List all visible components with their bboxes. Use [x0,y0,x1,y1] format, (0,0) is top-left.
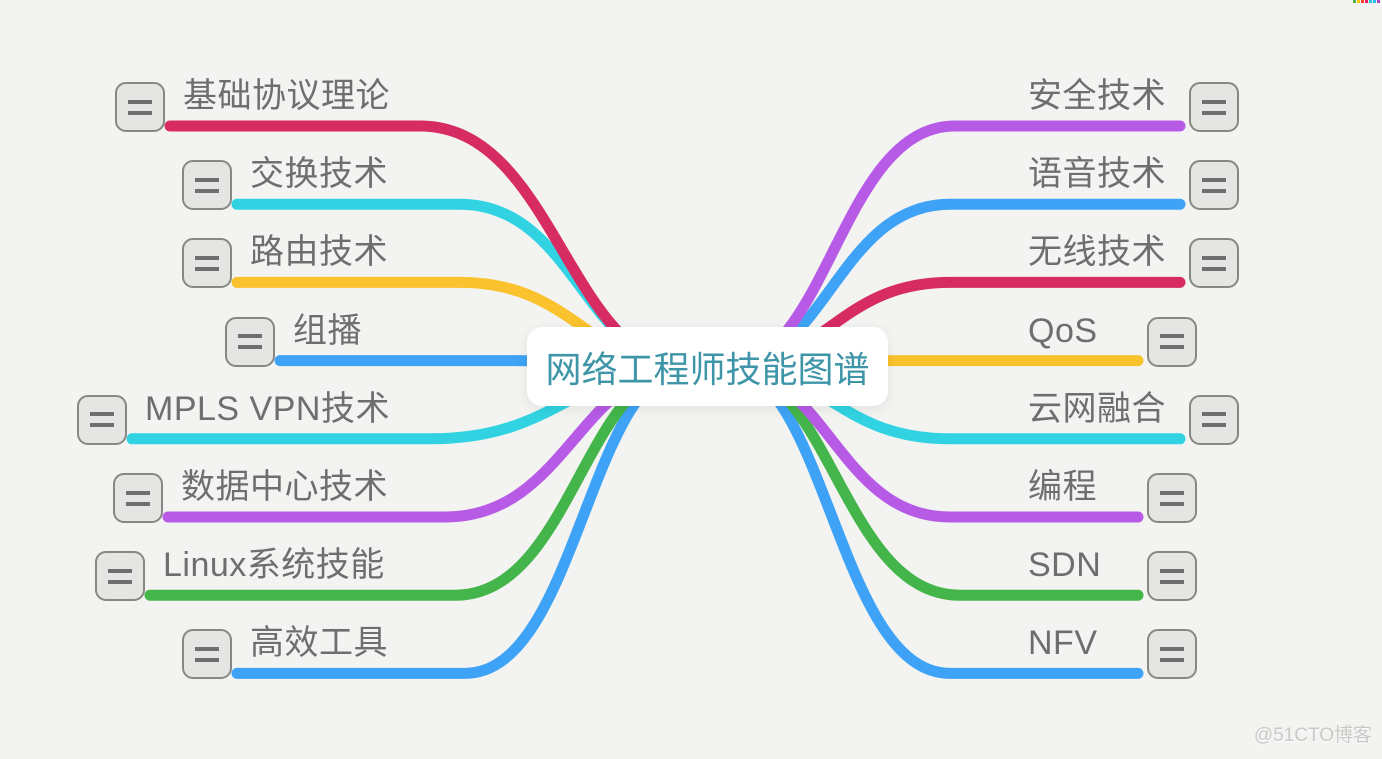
collapse-equals-icon [1160,334,1184,350]
branch-label-right-6[interactable]: SDN [1028,546,1102,585]
branch-label-left-7[interactable]: 高效工具 [250,624,388,663]
collapse-button-right-4[interactable] [1189,394,1239,445]
collapse-equals-icon [1202,177,1226,193]
palette-swatch [1369,0,1372,3]
collapse-equals-icon [195,177,219,193]
collapse-button-right-5[interactable] [1147,473,1197,523]
palette-swatch [1373,0,1376,3]
collapse-button-left-5[interactable] [113,473,163,523]
branch-label-left-6[interactable]: Linux系统技能 [163,546,385,585]
branch-label-right-2[interactable]: 无线技术 [1028,233,1166,272]
branch-label-right-0[interactable]: 安全技术 [1028,77,1166,115]
collapse-equals-icon [195,255,219,271]
branch-label-left-5[interactable]: 数据中心技术 [181,468,388,506]
branch-label-left-1[interactable]: 交换技术 [250,155,388,194]
collapse-equals-icon [1202,99,1226,115]
central-topic-title: 网络工程师技能图谱 [545,348,870,390]
watermark-text: @51CTO博客 [1253,725,1372,746]
collapse-button-left-3[interactable] [225,316,275,367]
collapse-equals-icon [128,99,152,115]
branch-label-left-0[interactable]: 基础协议理论 [183,77,390,115]
central-topic-node[interactable]: 网络工程师技能图谱 [527,327,888,406]
branch-label-right-4[interactable]: 云网融合 [1028,389,1166,428]
palette-swatch [1361,0,1364,3]
collapse-equals-icon [1160,490,1184,506]
palette-swatch [1357,0,1360,3]
collapse-button-left-2[interactable] [182,238,232,289]
branch-label-left-2[interactable]: 路由技术 [250,233,388,272]
color-palette-strip [1353,0,1380,3]
collapse-equals-icon [90,412,114,428]
branch-label-right-7[interactable]: NFV [1028,624,1098,663]
collapse-button-right-0[interactable] [1189,82,1239,132]
collapse-button-right-3[interactable] [1147,316,1197,367]
collapse-button-left-6[interactable] [95,551,145,602]
branch-label-right-1[interactable]: 语音技术 [1028,155,1166,194]
collapse-equals-icon [195,646,219,662]
collapse-equals-icon [108,568,132,584]
collapse-equals-icon [1202,412,1226,428]
palette-swatch [1377,0,1380,3]
collapse-button-left-7[interactable] [182,629,232,680]
collapse-equals-icon [1160,646,1184,662]
collapse-button-right-7[interactable] [1147,629,1197,680]
collapse-button-right-6[interactable] [1147,551,1197,602]
branch-label-right-5[interactable]: 编程 [1028,468,1097,506]
palette-swatch [1365,0,1368,3]
collapse-button-right-1[interactable] [1189,160,1239,211]
collapse-button-left-1[interactable] [182,160,232,211]
collapse-equals-icon [126,490,150,506]
collapse-button-left-0[interactable] [115,82,165,132]
collapse-button-left-4[interactable] [77,394,127,445]
palette-swatch [1353,0,1356,3]
branch-label-left-4[interactable]: MPLS VPN技术 [145,389,390,428]
collapse-button-right-2[interactable] [1189,238,1239,289]
collapse-equals-icon [238,334,262,350]
collapse-equals-icon [1160,568,1184,584]
collapse-equals-icon [1202,255,1226,271]
branch-label-left-3[interactable]: 组播 [293,311,362,350]
branch-label-right-3[interactable]: QoS [1028,311,1098,350]
